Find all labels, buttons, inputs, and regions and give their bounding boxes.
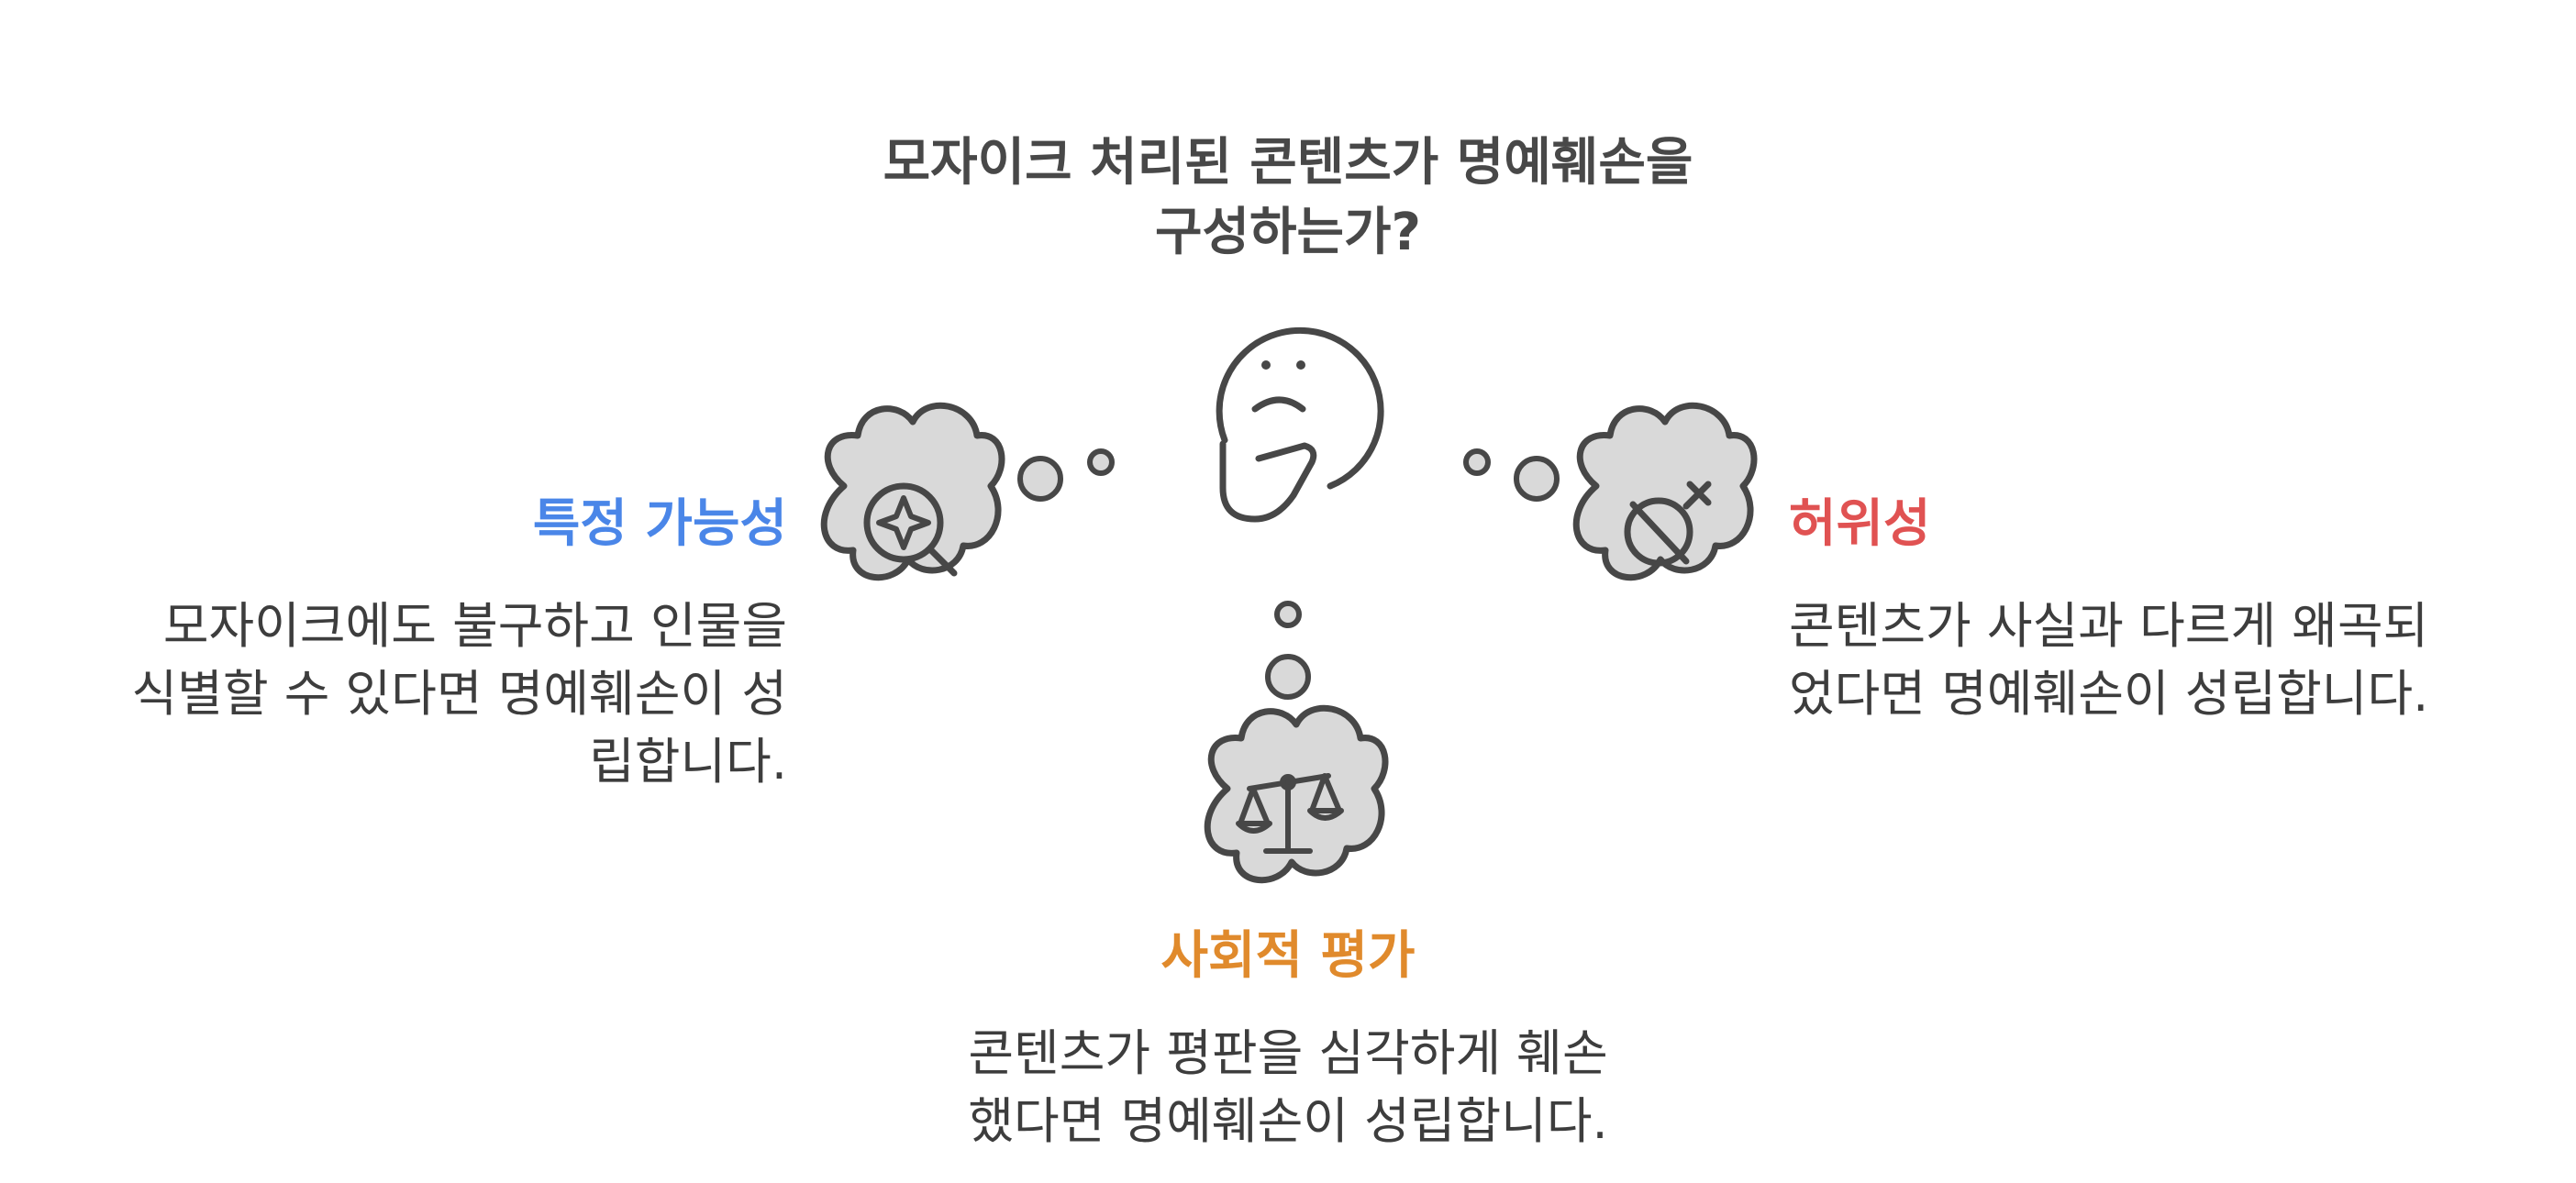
connector-dot-right-small [1463, 448, 1491, 476]
diagram-title: 모자이크 처리된 콘텐츠가 명예훼손을 구성하는가? [738, 128, 1838, 268]
broken-symbol-icon [1624, 481, 1712, 567]
heading-social-evaluation: 사회적 평가 [1160, 926, 1416, 986]
body-falsity-line-1: 콘텐츠가 사실과 다르게 왜곡되 [1789, 597, 2429, 655]
connector-dot-bottom-small [1274, 601, 1302, 628]
body-social-evaluation: 콘텐츠가 평판을 심각하게 훼손 했다면 명예훼손이 성립합니다. [829, 1020, 1747, 1155]
body-identifiability-line-1: 모자이크에도 불구하고 인물을 [162, 597, 787, 655]
body-identifiability-line-3: 립합니다. [589, 733, 787, 791]
connector-dot-left-small [1087, 448, 1115, 476]
body-identifiability-line-2: 식별할 수 있다면 명예훼손이 성 [131, 665, 788, 723]
thinking-face-icon [1216, 326, 1384, 523]
body-falsity-line-2: 었다면 명예훼손이 성립합니다. [1789, 665, 2429, 723]
connector-dot-bottom-large [1265, 654, 1311, 700]
title-line-2: 구성하는가? [1154, 203, 1422, 262]
body-falsity: 콘텐츠가 사실과 다르게 왜곡되 었다면 명예훼손이 성립합니다. [1789, 592, 2428, 728]
cloud-falsity [1572, 402, 1758, 581]
title-line-1: 모자이크 처리된 콘텐츠가 명예훼손을 [883, 133, 1693, 193]
cloud-social-evaluation [1204, 704, 1389, 884]
body-social-evaluation-line-2: 했다면 명예훼손이 성립합니다. [968, 1092, 1608, 1150]
body-social-evaluation-line-1: 콘텐츠가 평판을 심각하게 훼손 [968, 1024, 1608, 1082]
magnifier-sparkle-icon [863, 482, 958, 577]
connector-dot-left-large [1017, 456, 1063, 502]
scales-icon [1236, 773, 1344, 854]
body-identifiability: 모자이크에도 불구하고 인물을 식별할 수 있다면 명예훼손이 성 립합니다. [132, 592, 788, 796]
connector-dot-right-large [1514, 456, 1560, 502]
heading-falsity: 허위성 [1789, 494, 1931, 554]
heading-identifiability: 특정 가능성 [532, 494, 787, 554]
cloud-identifiability [820, 402, 1005, 581]
